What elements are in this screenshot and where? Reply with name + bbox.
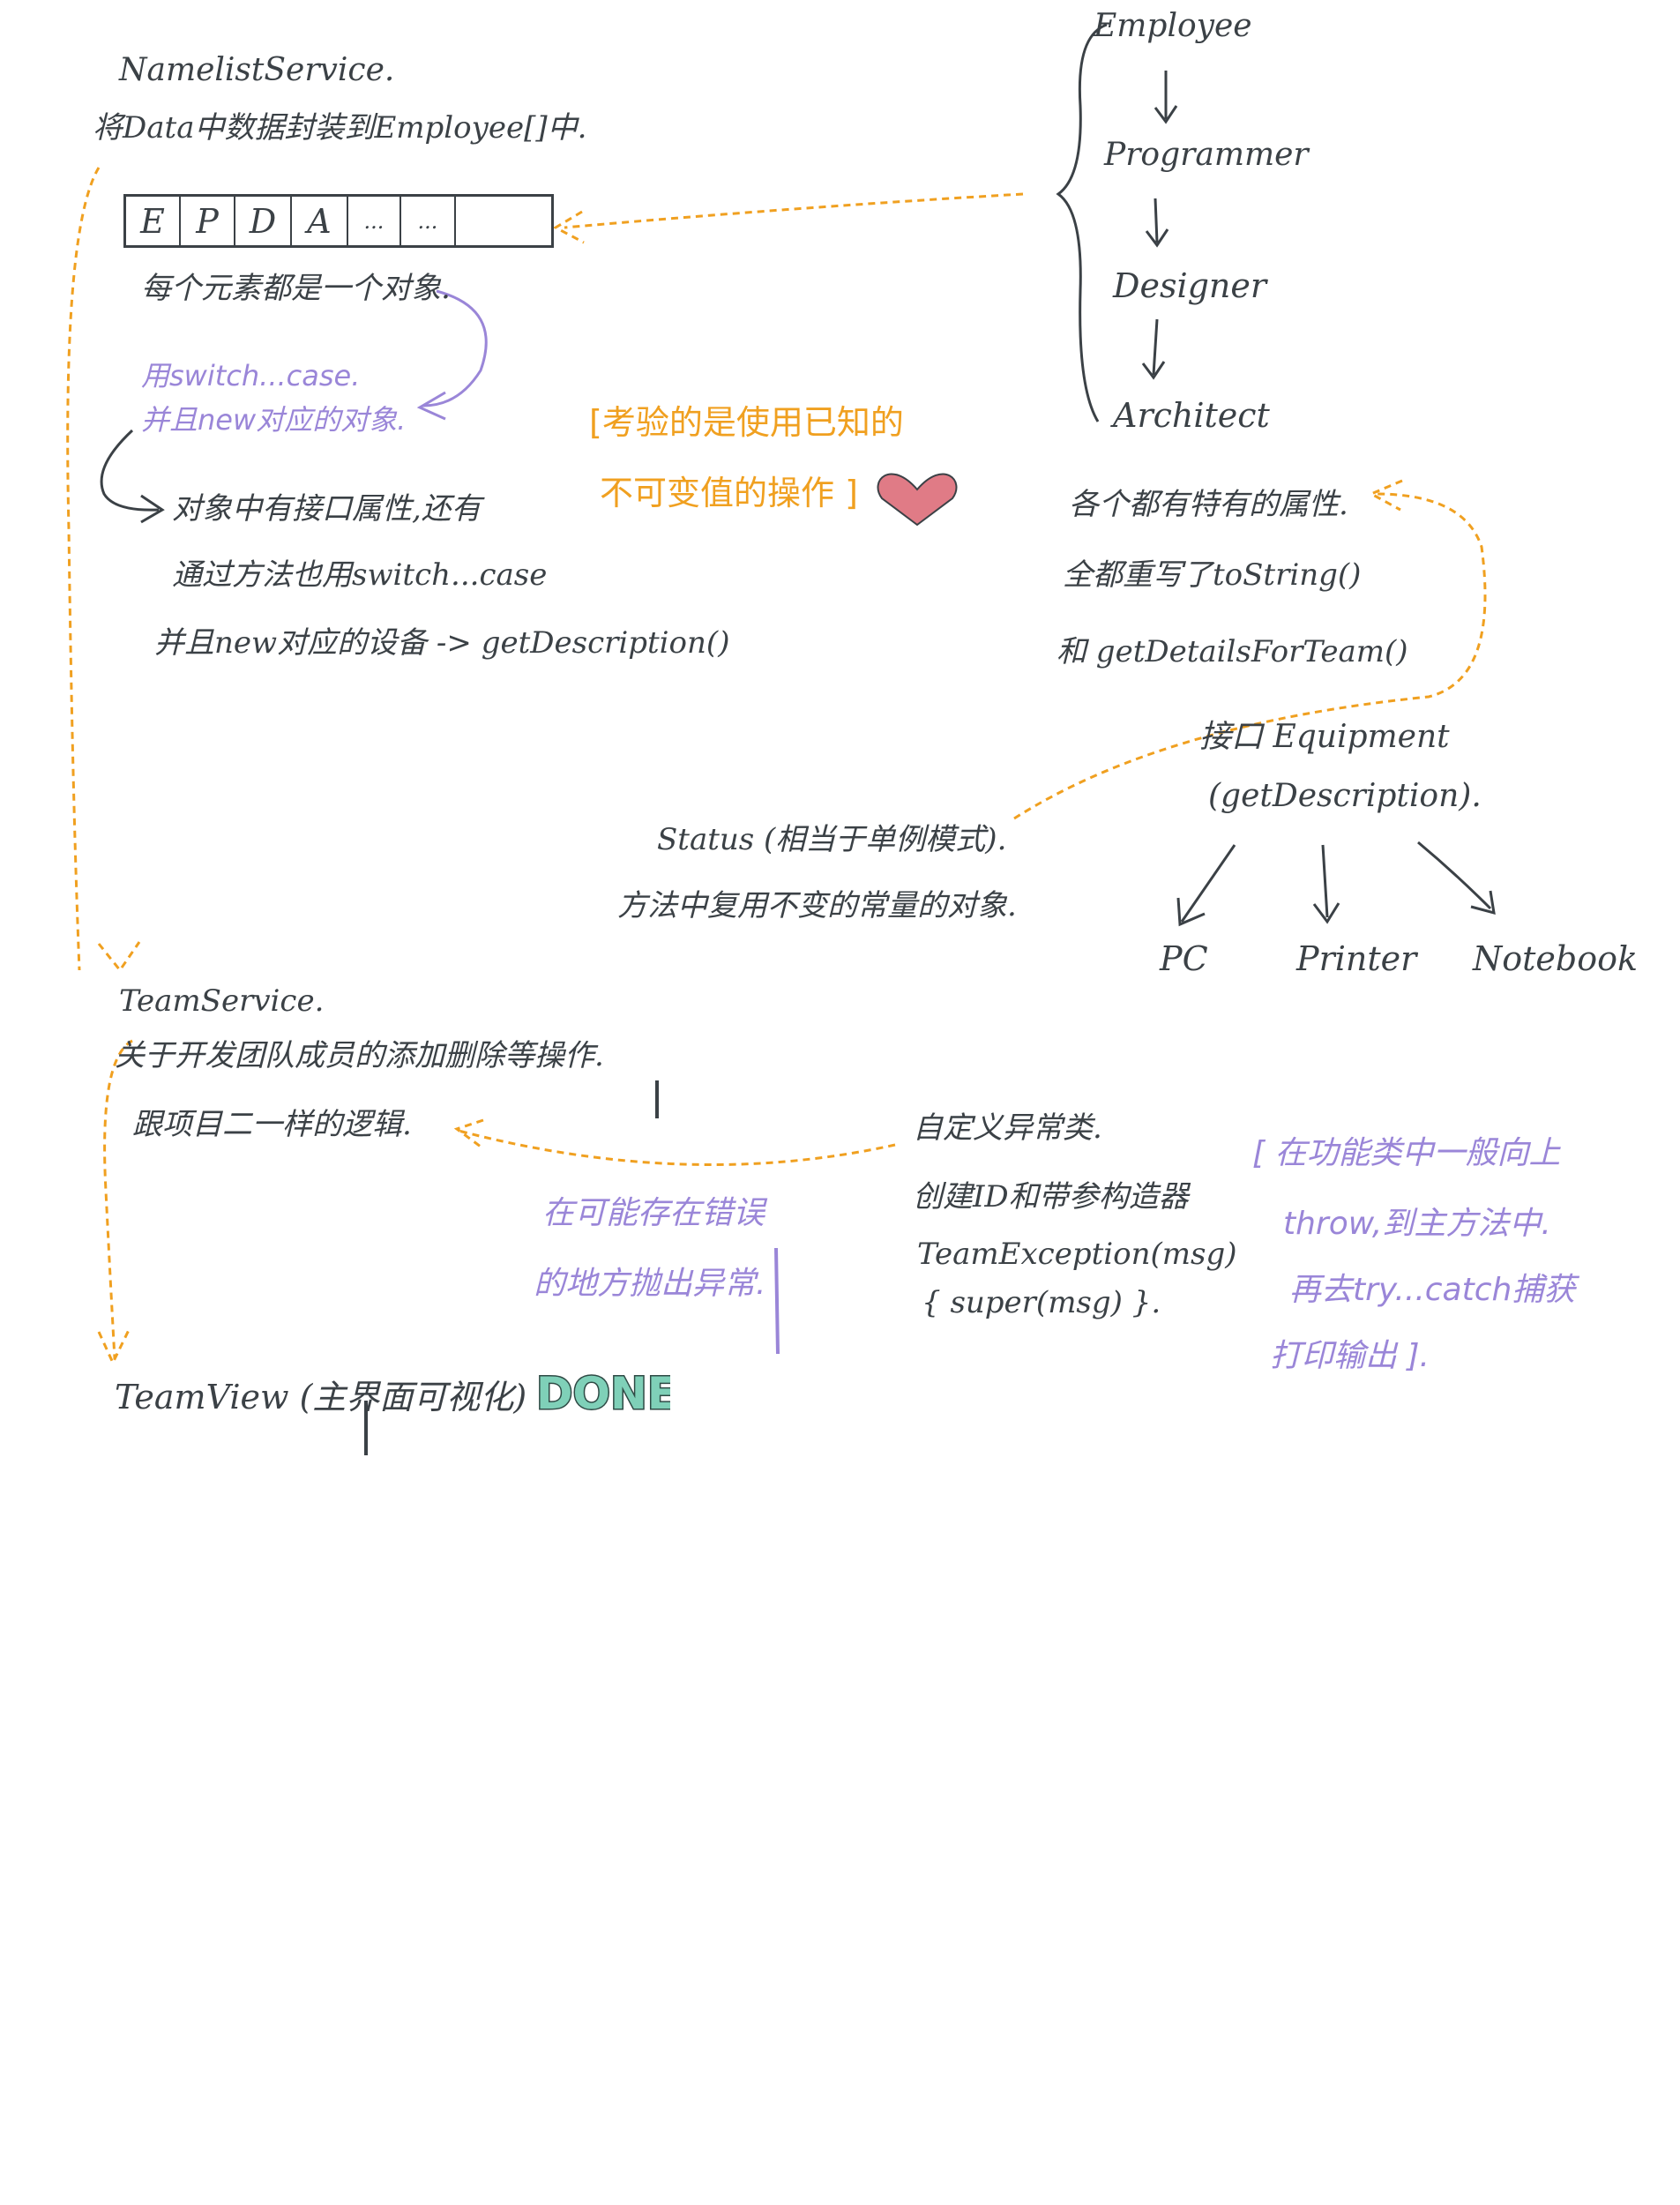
arrow-to-notebook (1417, 841, 1496, 916)
hierarchy-note2: 全都重写了toString() (1063, 557, 1362, 593)
arrow-designer-architect (1141, 318, 1166, 380)
namelist-note2-line3: 并且new对应的设备 -> getDescription() (154, 625, 730, 661)
arrow-hierarchy-to-array (564, 192, 1024, 229)
switch-note-line1: 用switch...case. (141, 359, 361, 392)
orange-note-line2: 不可变值的操作 ] (600, 474, 858, 512)
equipment-pc: PC (1160, 939, 1208, 978)
teamservice-line2: 跟项目二一样的逻辑. (132, 1107, 412, 1142)
employee-array: E P D A ... ... (123, 194, 554, 248)
equipment-arrows (1176, 841, 1496, 927)
purple-note-left-line2: 的地方抛出异常. (534, 1266, 766, 1302)
purple-note-left-line1: 在可能存在错误 (542, 1195, 765, 1231)
array-cell: P (181, 197, 235, 245)
namelist-desc: 将Data中数据封装到Employee[]中. (93, 110, 587, 146)
hierarchy-arrows (1141, 71, 1178, 380)
equipment-printer: Printer (1296, 939, 1417, 978)
exception-line3: TeamException(msg) (917, 1237, 1237, 1272)
switch-note-line2: 并且new对应的对象. (141, 403, 407, 437)
done-sticker: DONE! (535, 1367, 671, 1421)
purple-note-right-line3: 再去try...catch捕获 (1289, 1272, 1576, 1308)
arrow-teamservice-to-teamview (103, 1039, 133, 1359)
arrow-to-pc (1176, 844, 1236, 927)
arrow-namelist-to-teamservice (66, 167, 101, 971)
hierarchy-architect: Architect (1113, 396, 1270, 435)
exception-line4: { super(msg) }. (922, 1285, 1161, 1320)
namelist-note2-line2: 通过方法也用switch...case (172, 557, 548, 593)
equipment-notebook: Notebook (1473, 939, 1638, 978)
purple-note-right-line2: throw,到主方法中. (1283, 1206, 1551, 1242)
status-line1: Status (相当于单例模式). (657, 822, 1007, 857)
namelist-note1: 每个元素都是一个对象. (141, 271, 451, 306)
teamview-label: TeamView (主界面可视化) (115, 1378, 527, 1416)
arrow-programmer-designer (1145, 198, 1169, 248)
purple-note-right-line1: [ 在功能类中一般向上 (1252, 1135, 1561, 1171)
arrow-to-printer (1312, 844, 1340, 924)
orange-note-line1: [考验的是使用已知的 (589, 403, 904, 442)
teamservice-line1: 关于开发团队成员的添加删除等操作. (115, 1038, 604, 1073)
hierarchy-note3: 和 getDetailsForTeam() (1057, 634, 1408, 669)
array-cell (456, 197, 551, 245)
equipment-method: (getDescription). (1208, 778, 1482, 814)
array-cell: ... (401, 197, 456, 245)
purple-note-right-line4: 打印输出 ]. (1270, 1338, 1430, 1374)
ink-stroke-3 (774, 1247, 780, 1355)
exception-line1: 自定义异常类. (913, 1110, 1102, 1146)
arrow-note-to-switch (422, 289, 488, 407)
hierarchy-note1: 各个都有特有的属性. (1069, 487, 1348, 522)
namelist-note2-line1: 对象中有接口属性,还有 (172, 491, 482, 527)
arrow-switch-to-object-note (100, 429, 160, 512)
hierarchy-brace (1056, 23, 1108, 422)
status-line2: 方法中复用不变的常量的对象. (617, 888, 1017, 923)
array-cell: D (235, 197, 292, 245)
teamservice-title: TeamService. (119, 983, 325, 1019)
namelist-title: NamelistService. (119, 52, 395, 88)
done-text: DONE! (536, 1368, 670, 1419)
equipment-interface: 接口 Equipment (1199, 719, 1450, 755)
arrow-exception-to-teamservice (458, 1129, 896, 1167)
arrow-status-to-attributes (1013, 492, 1487, 820)
hierarchy-employee: Employee (1094, 8, 1252, 44)
heart-icon (877, 473, 958, 527)
exception-line2: 创建ID和带参构造器 (913, 1179, 1189, 1215)
hierarchy-programmer: Programmer (1104, 137, 1309, 173)
array-cell: A (292, 197, 348, 245)
hierarchy-designer: Designer (1113, 266, 1267, 305)
arrow-employee-programmer (1154, 71, 1178, 124)
array-cell: ... (348, 197, 401, 245)
array-cell: E (126, 197, 181, 245)
